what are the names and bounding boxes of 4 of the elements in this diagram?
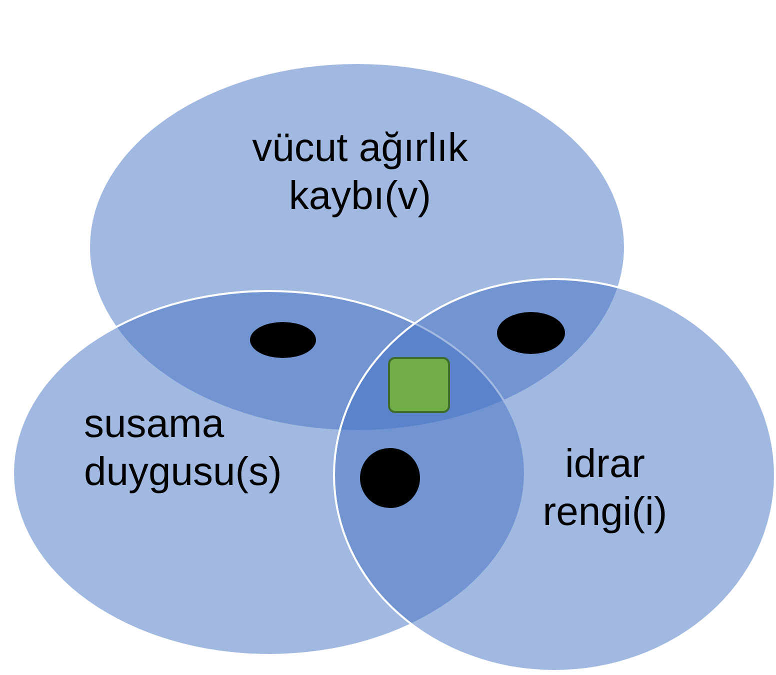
square-marker — [388, 357, 450, 413]
set-label: vücut ağırlık kaybı(v) — [251, 125, 469, 220]
set-label: susama duygusu(s) — [84, 401, 283, 496]
set-label: idrar rengi(i) — [542, 441, 668, 536]
